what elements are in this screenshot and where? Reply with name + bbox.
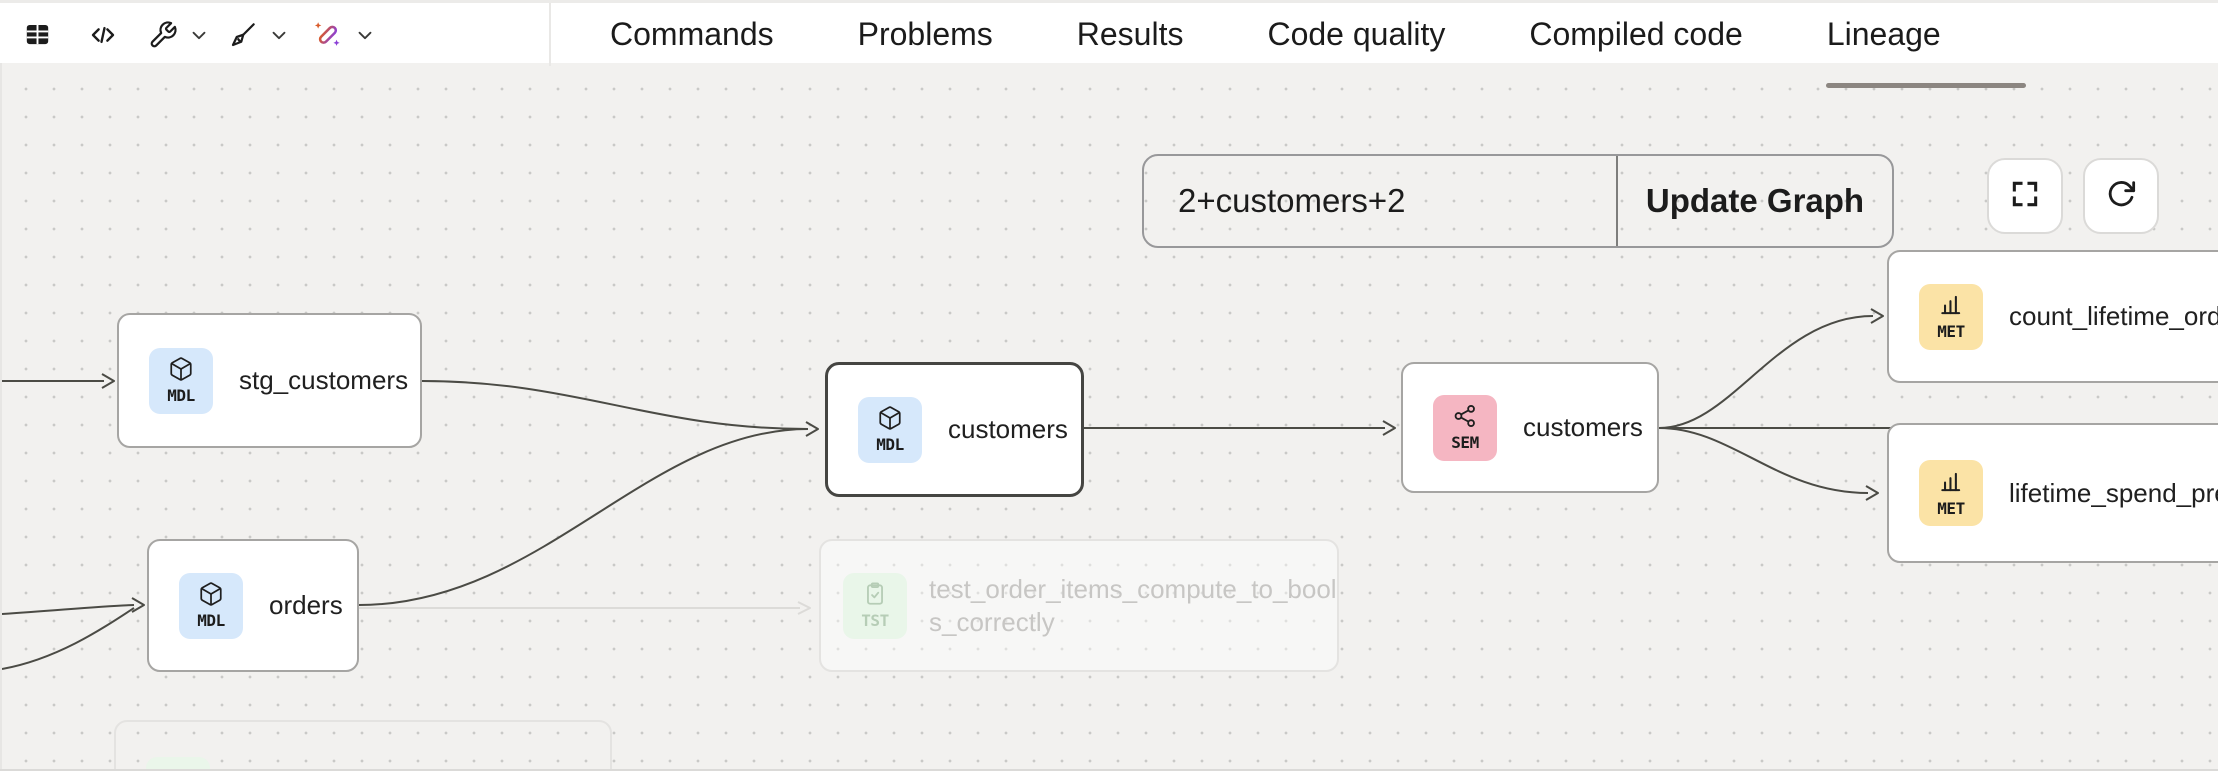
tab-bar: Commands Problems Results Code quality C… <box>610 3 1941 66</box>
code-button[interactable] <box>88 3 118 66</box>
ai-pen-icon <box>312 19 344 51</box>
fullscreen-icon <box>2009 178 2041 215</box>
model-badge: MDL <box>179 572 243 639</box>
test-badge <box>146 757 210 769</box>
node-customers-model[interactable]: MDL customers <box>825 362 1084 497</box>
node-label: count_lifetime_order <box>2009 301 2218 331</box>
code-icon <box>88 20 118 50</box>
format-dropdown-button[interactable] <box>228 3 290 66</box>
cube-icon <box>168 356 194 387</box>
node-test-order-items[interactable]: TST test_order_items_compute_to_bools_co… <box>819 539 1339 672</box>
chevron-down-icon <box>188 24 210 46</box>
update-graph-button[interactable]: Update Graph <box>1616 156 1892 246</box>
node-label: test_order_items_compute_to_bools_correc… <box>929 574 1337 637</box>
broom-icon <box>228 20 258 50</box>
fullscreen-button[interactable] <box>1987 158 2063 234</box>
cube-icon <box>877 405 903 436</box>
table-icon <box>24 21 51 48</box>
badge-label: MDL <box>167 386 195 406</box>
tools-dropdown-button[interactable] <box>148 3 210 66</box>
tab-code-quality[interactable]: Code quality <box>1267 16 1446 52</box>
lineage-canvas[interactable]: 2+customers+2 Update Graph <box>0 63 2218 769</box>
node-label: orders <box>269 590 343 620</box>
bar-chart-icon <box>1938 292 1964 323</box>
badge-label: MET <box>1937 498 1965 518</box>
bottom-bar <box>0 769 2218 780</box>
node-lifetime-spend-metric[interactable]: MET lifetime_spend_preta <box>1887 423 2218 563</box>
node-label: customers <box>1523 412 1643 442</box>
node-stg-customers[interactable]: MDL stg_customers <box>117 313 422 448</box>
wrench-icon <box>148 20 178 50</box>
graph-filter-bar: 2+customers+2 Update Graph <box>1142 154 1894 248</box>
node-orders[interactable]: MDL orders <box>147 539 359 672</box>
top-toolbar: Commands Problems Results Code quality C… <box>0 0 2218 66</box>
test-badge: TST <box>843 572 907 639</box>
badge-label: SEM <box>1451 433 1479 453</box>
tab-compiled-code[interactable]: Compiled code <box>1529 16 1743 52</box>
node-partial-bottom[interactable] <box>114 720 612 769</box>
tab-results[interactable]: Results <box>1076 16 1184 52</box>
bar-chart-icon <box>1938 469 1964 500</box>
toolbar-divider <box>549 3 551 66</box>
chevron-down-icon <box>354 24 376 46</box>
table-view-button[interactable] <box>24 3 51 66</box>
model-badge: MDL <box>858 396 922 463</box>
metric-badge: MET <box>1919 460 1983 526</box>
badge-label: MDL <box>197 611 225 631</box>
ai-assist-dropdown-button[interactable] <box>312 3 376 66</box>
model-badge: MDL <box>149 347 213 414</box>
tab-lineage[interactable]: Lineage <box>1826 16 1941 52</box>
badge-label: MDL <box>876 435 904 455</box>
cube-icon <box>198 581 224 612</box>
chevron-down-icon <box>268 24 290 46</box>
share-network-icon <box>1452 403 1478 434</box>
refresh-button[interactable] <box>2083 158 2159 234</box>
node-label: customers <box>948 414 1068 444</box>
node-label: stg_customers <box>239 365 409 395</box>
semantic-badge: SEM <box>1433 394 1497 461</box>
node-customers-semantic[interactable]: SEM customers <box>1401 362 1659 493</box>
badge-label: TST <box>861 611 889 631</box>
metric-badge: MET <box>1919 283 1983 350</box>
tab-problems[interactable]: Problems <box>857 16 993 52</box>
clipboard-check-icon <box>862 581 888 612</box>
lineage-selector-input[interactable]: 2+customers+2 <box>1178 182 1406 219</box>
node-count-lifetime-orders-metric[interactable]: MET count_lifetime_order <box>1887 250 2218 383</box>
active-tab-indicator <box>1826 83 2026 88</box>
badge-label: MET <box>1937 322 1965 342</box>
lineage-edges <box>2 308 1904 670</box>
tab-commands[interactable]: Commands <box>610 16 774 52</box>
node-label: lifetime_spend_preta <box>2009 477 2218 508</box>
refresh-icon <box>2105 178 2137 215</box>
